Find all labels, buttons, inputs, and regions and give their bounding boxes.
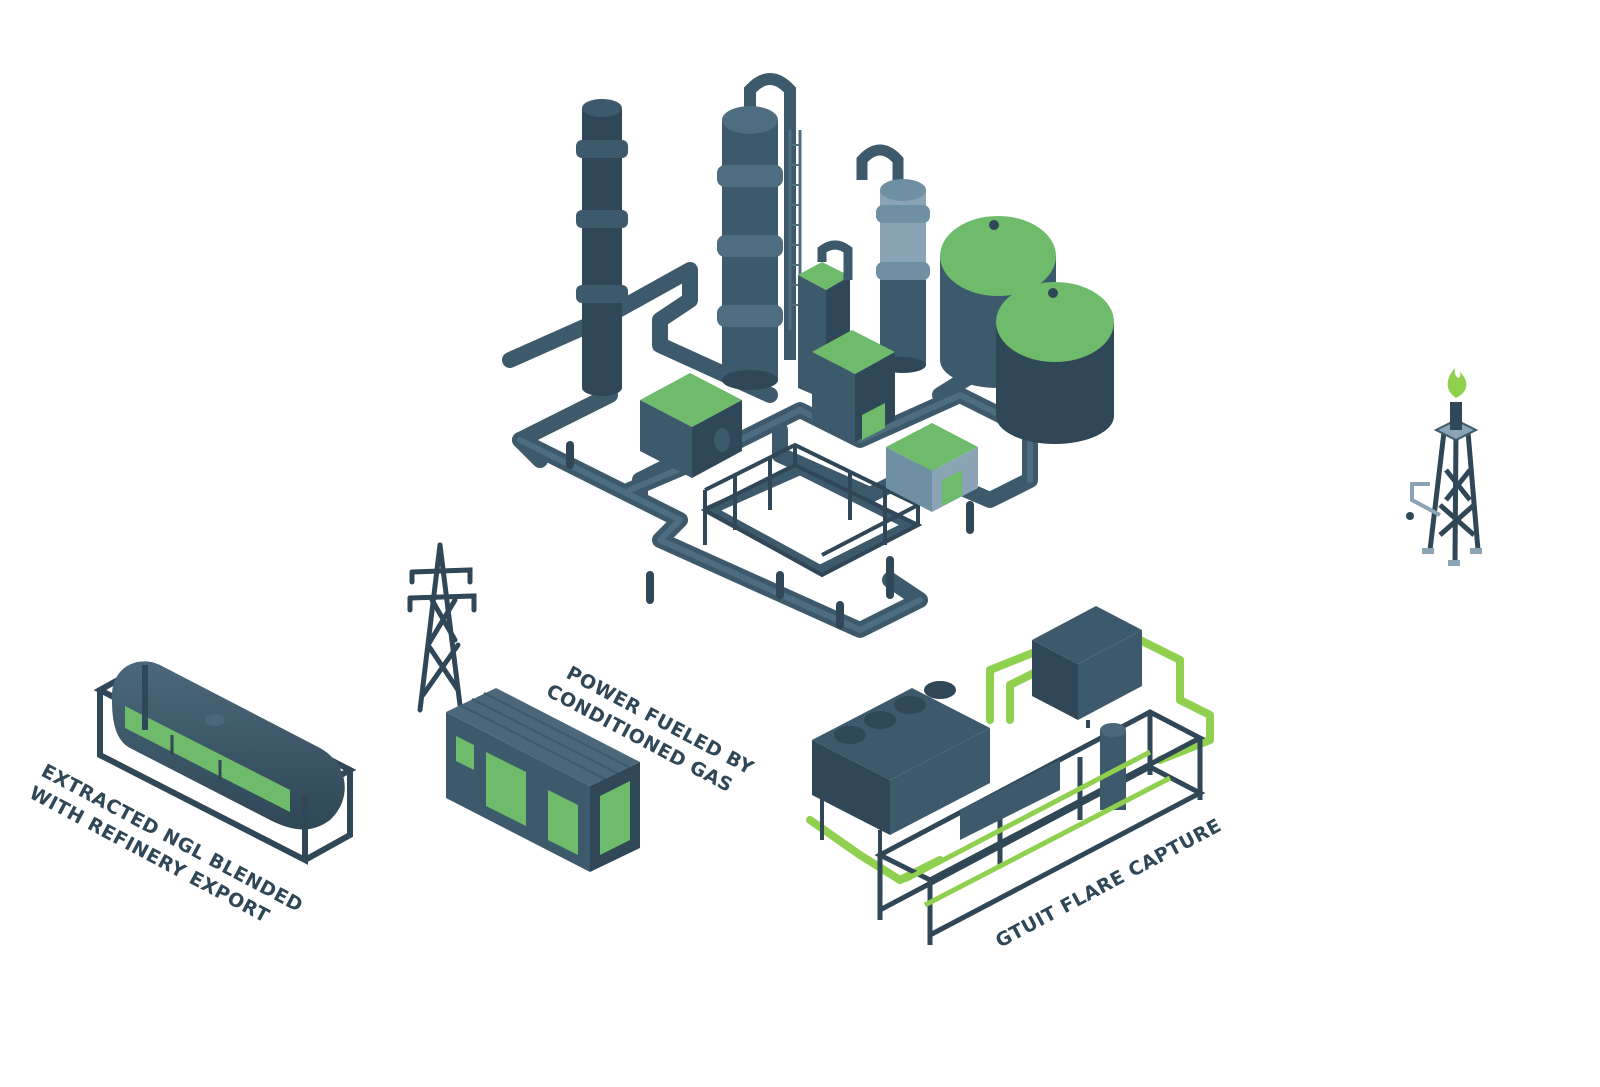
flare-stack-icon [1406,368,1482,566]
flare-capture-skid-icon [806,606,1214,945]
iso-tank-icon [93,661,357,865]
refinery-icon [502,73,1114,638]
generator-container-icon [446,688,640,872]
power-tower-icon [407,542,477,713]
ngl-label-line2: WITH REFINERY EXPORT [26,782,273,927]
